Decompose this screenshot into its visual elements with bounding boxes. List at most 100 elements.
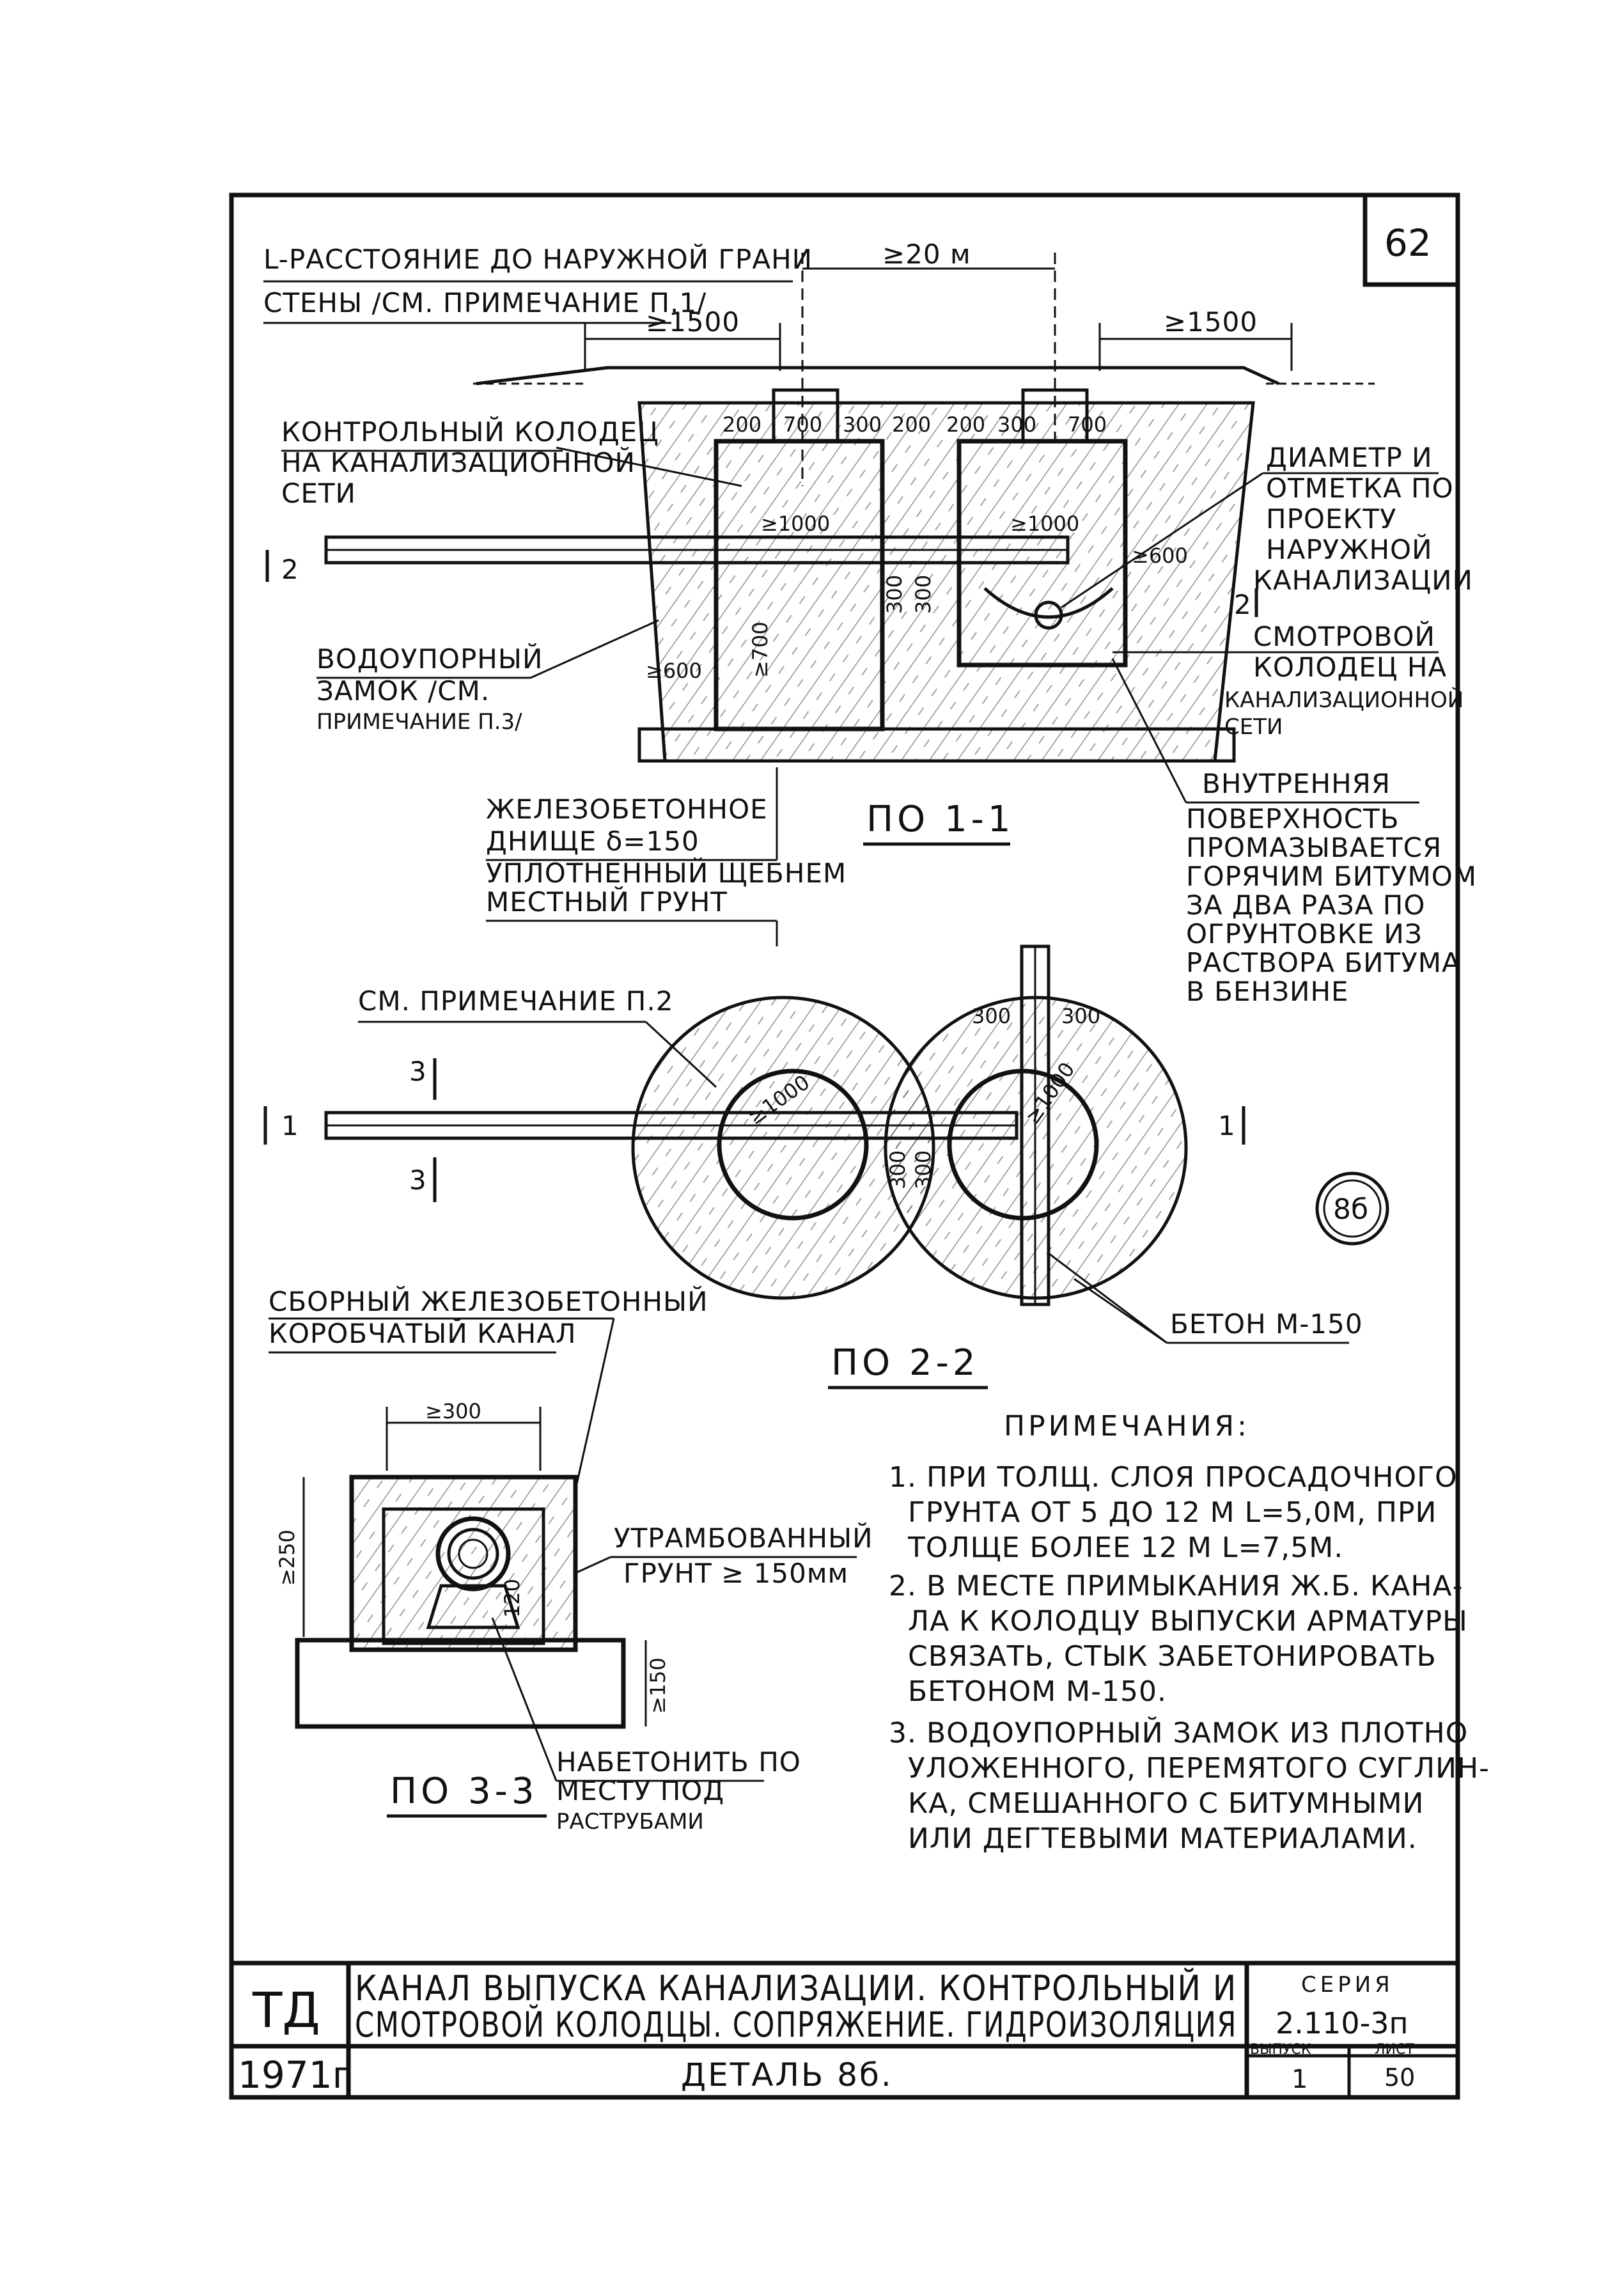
inner-surface-label-5: ЗА ДВА РАЗА ПО	[1186, 889, 1425, 921]
detail-circle	[1315, 1171, 1389, 1246]
plan-dim-300a: 300	[972, 1004, 1011, 1028]
page-number: 62	[1384, 221, 1432, 265]
page-number-box	[1362, 192, 1460, 287]
dim-300c: 300	[882, 575, 907, 614]
diameter-label-1: ДИАМЕТР И	[1266, 442, 1433, 473]
dim-600b: ≥600	[1132, 544, 1188, 568]
rc-bottom-label-2: ДНИЩЕ δ=150	[486, 826, 699, 857]
note-line-3: ТОЛЩЕ БОЛЕЕ 12 М L=7,5М.	[907, 1531, 1343, 1564]
note-line-11: ИЛИ ДЕГТЕВЫМИ МАТЕРИАЛАМИ.	[908, 1822, 1417, 1855]
inner-surface-label-6: ОГРУНТОВКЕ ИЗ	[1186, 918, 1423, 950]
title-line-2: СМОТРОВОЙ КОЛОДЦЫ. СОПРЯЖЕНИЕ. ГИДРОИЗОЛ…	[355, 2005, 1237, 2045]
section-mark-2-right: 2	[1234, 589, 1252, 620]
channel-dim-300: ≥300	[425, 1399, 481, 1423]
dim-1500-left: ≥1500	[646, 306, 740, 338]
section-mark-3-bottom: 3	[409, 1164, 427, 1196]
tamped-soil-label-2: ГРУНТ ≥ 150мм	[623, 1558, 848, 1589]
inner-surface-label-8: В БЕНЗИНЕ	[1186, 976, 1349, 1007]
channel-dim-150: ≥150	[646, 1657, 670, 1714]
dim-200a: 200	[722, 412, 761, 437]
concrete-under-sockets-label-3: РАСТРУБАМИ	[556, 1809, 704, 1835]
section-1-1-drawing: 200 700 300 200 200 300 700 ≥1000 ≥1000 …	[265, 366, 1375, 763]
waterproof-lock-label-2: ЗАМОК /СМ.	[316, 675, 490, 707]
series-label: СЕРИЯ	[1301, 1972, 1394, 1998]
inner-surface-label-7: РАСТВОРА БИТУМА	[1186, 947, 1461, 978]
distance-definition-1: L-РАССТОЯНИЕ ДО НАРУЖНОЙ ГРАНИ	[263, 243, 813, 275]
dim-300b: 300	[997, 412, 1036, 437]
note-line-8: 3. ВОДОУПОРНЫЙ ЗАМОК ИЗ ПЛОТНО	[889, 1716, 1468, 1749]
control-well-label-3: СЕТИ	[281, 478, 356, 509]
control-well-label-1: КОНТРОЛЬНЫЙ КОЛОДЕЦ	[281, 416, 659, 448]
section-mark-1-left: 1	[281, 1110, 299, 1141]
waterproof-lock-label-1: ВОДОУПОРНЫЙ	[316, 643, 543, 675]
tamped-soil-label-1: УТРАМБОВАННЫЙ	[614, 1522, 873, 1554]
dim-300a: 300	[843, 412, 882, 437]
section-2-2-drawing: 300 300 ≥1000 ≥1000 300 300	[324, 944, 1188, 1306]
diameter-label-5: КАНАЛИЗАЦИИ	[1253, 565, 1473, 596]
rc-bottom-label-1: ЖЕЛЕЗОБЕТОННОЕ	[486, 794, 768, 825]
note-line-5: ЛА К КОЛОДЦУ ВЫПУСКИ АРМАТУРЫ	[908, 1605, 1468, 1638]
diameter-label-4: НАРУЖНОЙ	[1266, 533, 1433, 565]
sheet-frame	[229, 192, 1460, 2100]
note-line-4: 2. В МЕСТЕ ПРИМЫКАНИЯ Ж.Б. КАНА-	[889, 1570, 1463, 1602]
rc-bottom-label-3: УПЛОТНЕННЫЙ ЩЕБНЕМ	[486, 857, 847, 889]
section-3-3-drawing: ≥300 ≥250 120 ≥150	[275, 1399, 670, 1729]
section-3-3-label: ПО 3-3	[390, 1771, 538, 1812]
notes-heading: ПРИМЕЧАНИЯ:	[1004, 1410, 1250, 1443]
box-channel-label-1: СБОРНЫЙ ЖЕЛЕЗОБЕТОННЫЙ	[269, 1285, 708, 1317]
note-line-10: КА, СМЕШАННОГО С БИТУМНЫМИ	[908, 1787, 1424, 1820]
dim-300d: 300	[911, 575, 935, 614]
waterproof-lock-label-3: ПРИМЕЧАНИЕ П.3/	[316, 709, 522, 735]
dim-20m: ≥20 м	[882, 239, 971, 270]
distance-definition-2: СТЕНЫ /СМ. ПРИМЕЧАНИЕ П.1/	[263, 287, 707, 318]
issue-label: ВЫПУСК	[1250, 2042, 1311, 2058]
note-line-2: ГРУНТА ОТ 5 ДО 12 М L=5,0М, ПРИ	[908, 1496, 1437, 1529]
box-channel-label-2: КОРОБЧАТЫЙ КАНАЛ	[269, 1317, 577, 1349]
inner-surface-label-1: ВНУТРЕННЯЯ	[1202, 768, 1391, 799]
note-line-1: 1. ПРИ ТОЛЩ. СЛОЯ ПРОСАДОЧНОГО	[889, 1461, 1458, 1494]
diameter-label-3: ПРОЕКТУ	[1266, 503, 1397, 535]
title-line-1: КАНАЛ ВЫПУСКА КАНАЛИЗАЦИИ. КОНТРОЛЬНЫЙ И	[355, 1968, 1237, 2008]
series-value: 2.110-3п	[1276, 2006, 1409, 2040]
title-block	[231, 1961, 1458, 2097]
concrete-m150-label: БЕТОН М-150	[1170, 1308, 1363, 1340]
year: 1971г	[238, 2053, 352, 2097]
channel-dim-250: ≥250	[275, 1530, 299, 1586]
section-mark-3-top: 3	[409, 1056, 427, 1087]
channel-dim-120: 120	[500, 1579, 524, 1618]
dim-700c: ≥700	[748, 622, 772, 678]
detail-circle-label: 8б	[1333, 1193, 1368, 1226]
dim-200b: 200	[892, 412, 931, 437]
sheet-value: 50	[1384, 2063, 1415, 2092]
rc-bottom-label-4: МЕСТНЫЙ ГРУНТ	[486, 886, 728, 918]
dim-700a: 700	[783, 412, 822, 437]
inspection-well-label-3: КАНАЛИЗАЦИОННОЙ	[1224, 687, 1464, 713]
note-line-6: СВЯЗАТЬ, СТЫК ЗАБЕТОНИРОВАТЬ	[908, 1640, 1437, 1673]
dim-200c: 200	[946, 412, 985, 437]
see-note-2-label: СМ. ПРИМЕЧАНИЕ П.2	[358, 985, 673, 1017]
issue-value: 1	[1292, 2065, 1308, 2094]
note-line-7: БЕТОНОМ М-150.	[908, 1675, 1167, 1708]
inspection-well-label-4: СЕТИ	[1224, 714, 1283, 740]
diameter-label-2: ОТМЕТКА ПО	[1266, 473, 1454, 504]
plan-dim-300d: 300	[911, 1150, 935, 1189]
concrete-under-sockets-label-2: МЕСТУ ПОД	[556, 1775, 724, 1806]
section-mark-2-left: 2	[281, 554, 299, 585]
org-code: ТД	[252, 1982, 320, 2039]
inspection-well-label-2: КОЛОДЕЦ НА	[1253, 652, 1447, 683]
dim-1000b: ≥1000	[1010, 512, 1079, 536]
sheet-label: ЛИСТ	[1375, 2042, 1414, 2058]
dim-700b: 700	[1068, 412, 1107, 437]
section-1-1-label: ПО 1-1	[866, 799, 1014, 840]
section-mark-1-right: 1	[1218, 1110, 1236, 1141]
dim-600a: ≥600	[646, 659, 702, 683]
dim-1000a: ≥1000	[761, 512, 830, 536]
inspection-well-label-1: СМОТРОВОЙ	[1253, 620, 1435, 652]
plan-dim-300b: 300	[1061, 1004, 1100, 1028]
section-2-2-label: ПО 2-2	[831, 1342, 979, 1384]
detail-reference: ДЕТАЛЬ 8б.	[681, 2056, 893, 2094]
inner-surface-label-4: ГОРЯЧИМ БИТУМОМ	[1186, 861, 1477, 892]
dim-1500-right: ≥1500	[1164, 306, 1258, 338]
note-line-9: УЛОЖЕННОГО, ПЕРЕМЯТОГО СУГЛИН-	[908, 1752, 1490, 1785]
